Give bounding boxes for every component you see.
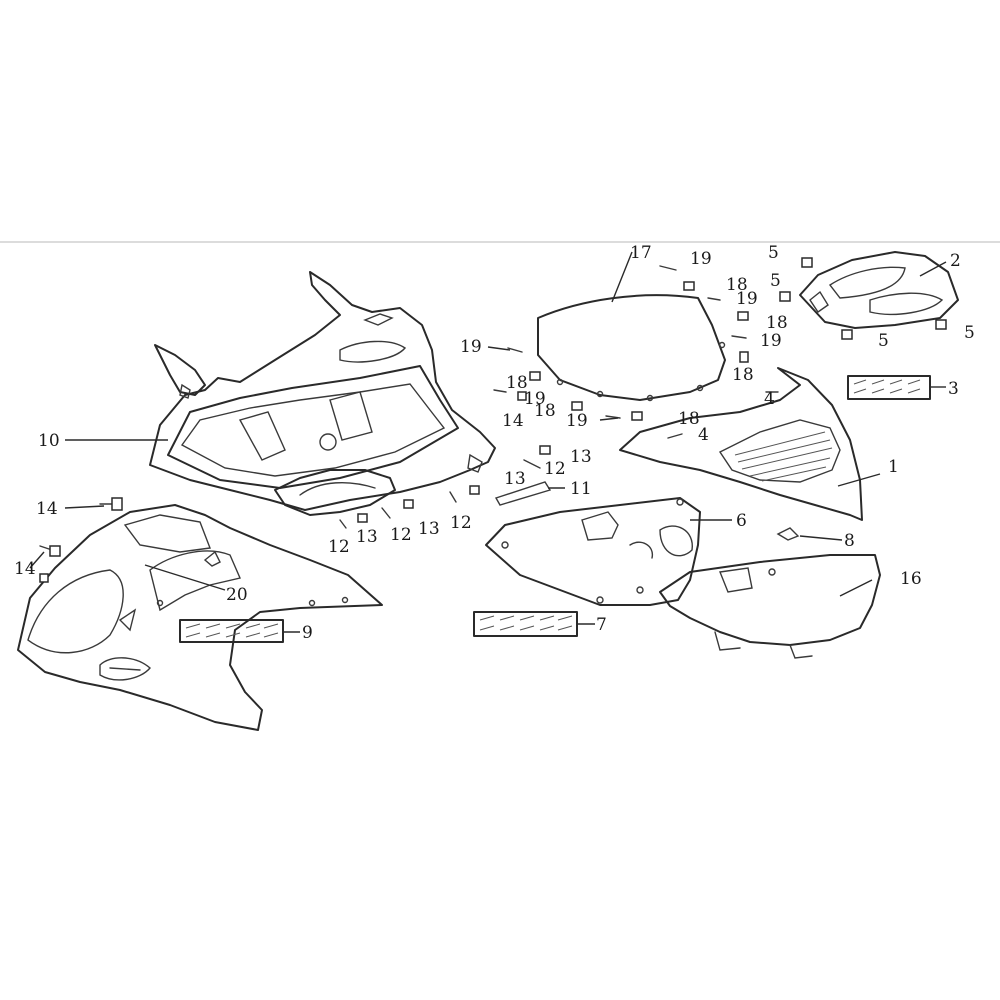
callout-6: 6	[736, 511, 747, 531]
callout-13-d: 13	[570, 447, 592, 467]
callout-3: 3	[948, 379, 959, 399]
callout-14-a: 14	[36, 499, 58, 519]
leader-lines	[29, 251, 947, 633]
callout-5-b: 5	[770, 271, 781, 291]
part-1-front-cowl	[619, 367, 863, 521]
callout-18-b: 18	[766, 313, 788, 333]
callout-11: 11	[570, 479, 592, 499]
callout-5-d: 5	[964, 323, 975, 343]
callout-12-a: 12	[328, 537, 350, 557]
callout-12-d: 12	[544, 459, 566, 479]
callout-7: 7	[596, 615, 607, 635]
callout-10: 10	[38, 431, 60, 451]
callout-17: 17	[630, 243, 652, 263]
part-6-inner-panel	[485, 497, 701, 606]
callout-19-e: 19	[524, 389, 546, 409]
part-16-side-panel	[659, 554, 881, 659]
callout-16: 16	[900, 569, 922, 589]
callout-18-d: 18	[506, 373, 528, 393]
callout-2: 2	[950, 251, 961, 271]
callout-13-c: 13	[504, 469, 526, 489]
callout-20: 20	[226, 585, 248, 605]
callout-1: 1	[888, 457, 899, 477]
callout-19-c: 19	[760, 331, 782, 351]
callout-18-c: 18	[732, 365, 754, 385]
part-17-windscreen	[537, 294, 726, 402]
callout-19-f: 19	[566, 411, 588, 431]
callout-19-b: 19	[736, 289, 758, 309]
callout-4-upper: 4	[764, 389, 775, 409]
callout-9: 9	[302, 623, 313, 643]
callout-14-b: 14	[14, 559, 36, 579]
decal-3	[847, 375, 931, 400]
callout-13-a: 13	[356, 527, 378, 547]
callout-numbers: 1 2 3 4 4 5 5 5 5 6 7 8 9 10 11 12 12 12…	[14, 243, 975, 643]
part-20-side-cowl	[17, 504, 383, 731]
decal-9	[179, 619, 284, 643]
callout-12-b: 12	[390, 525, 412, 545]
callout-5-a: 5	[768, 243, 779, 263]
callout-18-a: 18	[726, 275, 748, 295]
callout-4-lower: 4	[698, 425, 709, 445]
callout-8: 8	[844, 531, 855, 551]
callout-14-c: 14	[502, 411, 524, 431]
callout-18-e: 18	[534, 401, 556, 421]
callout-18-f: 18	[678, 409, 700, 429]
callout-5-c: 5	[878, 331, 889, 351]
callout-12-c: 12	[450, 513, 472, 533]
decal-7	[473, 611, 578, 637]
callout-19-a: 19	[690, 249, 712, 269]
part-2-headlight-cover	[799, 251, 959, 329]
callout-13-b: 13	[418, 519, 440, 539]
part-10-inner-fairing	[149, 271, 496, 516]
callout-19-d: 19	[460, 337, 482, 357]
